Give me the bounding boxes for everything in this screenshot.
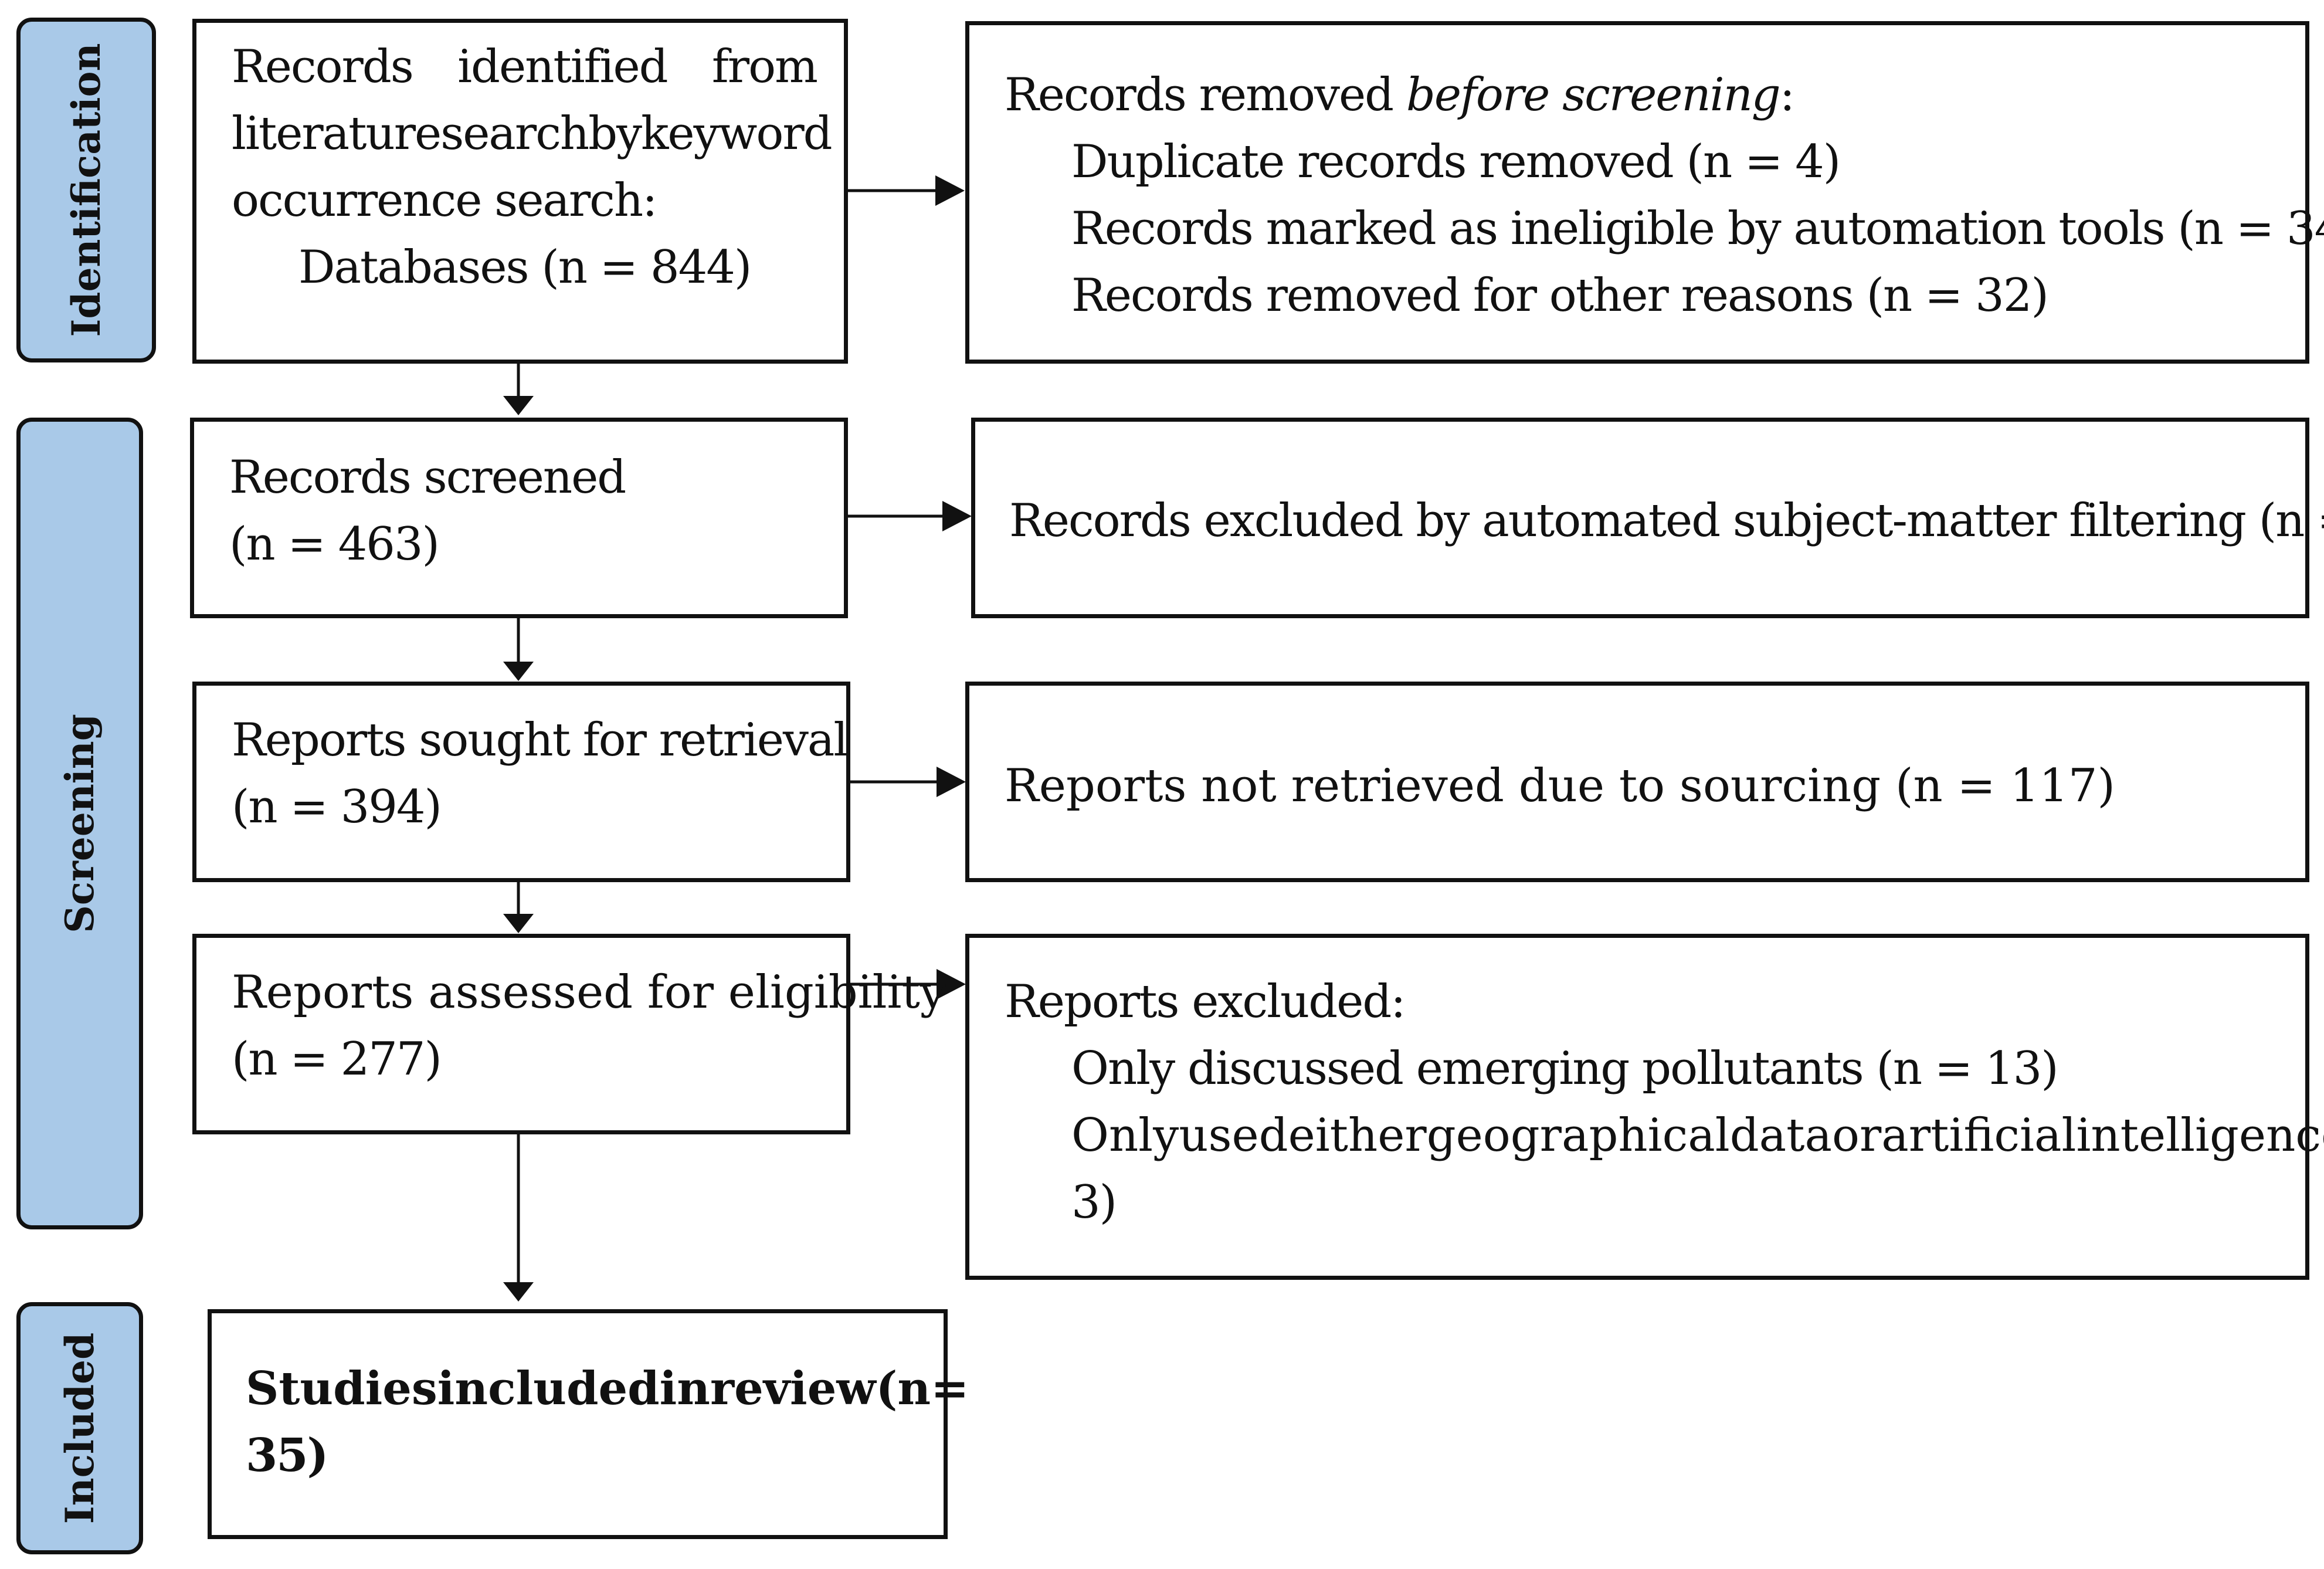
included-word: Studies xyxy=(246,1362,437,1415)
box-reports-sought: Reports sought for retrieval (n = 394) xyxy=(192,682,850,882)
reason2-word: either xyxy=(1288,1109,1427,1162)
identified-line1-word: from xyxy=(711,40,818,93)
phase-identification: Identification xyxy=(16,18,156,362)
screened-count: (n = 463) xyxy=(229,518,440,571)
arrowhead-down-4 xyxy=(503,1282,534,1302)
reason2-word: intelligence xyxy=(2076,1109,2324,1162)
reason2-word: artificial xyxy=(1881,1109,2077,1162)
box-records-identified: Records identified from literature searc… xyxy=(192,19,848,364)
reason2-word: used xyxy=(1179,1109,1288,1162)
removed-heading-prefix: Records removed xyxy=(1005,69,1406,121)
arrowhead-down-3 xyxy=(503,914,534,933)
arrowhead-right-2 xyxy=(942,501,972,531)
identified-line2-word: keyword xyxy=(641,107,832,160)
removed-heading: Records removed before screening: xyxy=(1005,62,1795,128)
identified-line2: literature search by keyword xyxy=(232,100,833,167)
box-records-screened: Records screened (n = 463) xyxy=(190,418,848,618)
excluded-screening-label: Records excluded by automated subject-ma… xyxy=(1009,494,2324,547)
identified-line3: occurrence search: xyxy=(232,174,657,227)
reason2-word: geographical xyxy=(1426,1109,1730,1162)
arrowhead-right-3 xyxy=(937,767,966,797)
identified-databases: Databases (n = 844) xyxy=(298,241,752,294)
arrowhead-down-1 xyxy=(503,396,534,415)
identified-line2-word: by xyxy=(588,107,642,160)
phase-screening: Screening xyxy=(16,418,143,1229)
not-retrieved-label: Reports not retrieved due to sourcing (n… xyxy=(1005,760,2115,812)
box-reports-not-retrieved: Reports not retrieved due to sourcing (n… xyxy=(965,682,2309,882)
included-word: in xyxy=(659,1362,711,1415)
identified-line2-word: search xyxy=(440,107,589,160)
identified-line1: Records identified from xyxy=(232,33,818,100)
included-word: included xyxy=(437,1362,660,1415)
phase-included: Included xyxy=(16,1302,143,1554)
assessed-label: Reports assessed for eligibility xyxy=(232,966,946,1019)
identified-line1-word: Records xyxy=(232,40,414,93)
reports-excluded-reason2-line1: Only used either geographical data or ar… xyxy=(1071,1102,2324,1169)
identified-line1-word: identified xyxy=(457,40,668,93)
included-word: = xyxy=(931,1362,969,1415)
arrowhead-right-1 xyxy=(935,175,965,206)
removed-other: Records removed for other reasons (n = 3… xyxy=(1071,269,2049,322)
included-word: (n xyxy=(876,1362,931,1415)
identified-line2-word: literature xyxy=(232,107,442,160)
removed-ineligible: Records marked as ineligible by automati… xyxy=(1071,202,2324,255)
assessed-count: (n = 277) xyxy=(232,1033,442,1086)
reports-excluded-heading: Reports excluded: xyxy=(1005,975,1406,1028)
included-line2: 35) xyxy=(246,1429,328,1482)
box-records-removed: Records removed before screening: Duplic… xyxy=(965,21,2324,364)
sought-count: (n = 394) xyxy=(232,781,442,833)
phase-identification-label: Identification xyxy=(63,43,109,337)
reason2-word: data xyxy=(1729,1109,1833,1162)
included-word: review xyxy=(710,1362,876,1415)
removed-heading-italic: before screening xyxy=(1406,69,1781,121)
phase-screening-label: Screening xyxy=(57,714,103,933)
reports-excluded-reason2-line2: 3) xyxy=(1071,1176,1117,1229)
reason2-word: Only xyxy=(1071,1109,1179,1162)
screened-label: Records screened xyxy=(229,451,626,504)
removed-heading-suffix: : xyxy=(1779,69,1795,121)
box-studies-included: Studies included in review (n = 35) xyxy=(208,1309,969,1539)
phase-included-label: Included xyxy=(57,1332,103,1524)
box-reports-assessed: Reports assessed for eligibility (n = 27… xyxy=(192,934,946,1134)
included-line1: Studies included in review (n = xyxy=(246,1355,969,1422)
arrowhead-down-2 xyxy=(503,662,534,681)
reports-excluded-reason1: Only discussed emerging pollutants (n = … xyxy=(1071,1042,2059,1095)
box-records-excluded: Records excluded by automated subject-ma… xyxy=(971,418,2324,618)
reason2-word: or xyxy=(1832,1109,1882,1162)
sought-label: Reports sought for retrieval xyxy=(232,714,848,767)
removed-duplicates: Duplicate records removed (n = 4) xyxy=(1071,135,1841,188)
box-reports-excluded: Reports excluded: Only discussed emergin… xyxy=(965,934,2324,1280)
